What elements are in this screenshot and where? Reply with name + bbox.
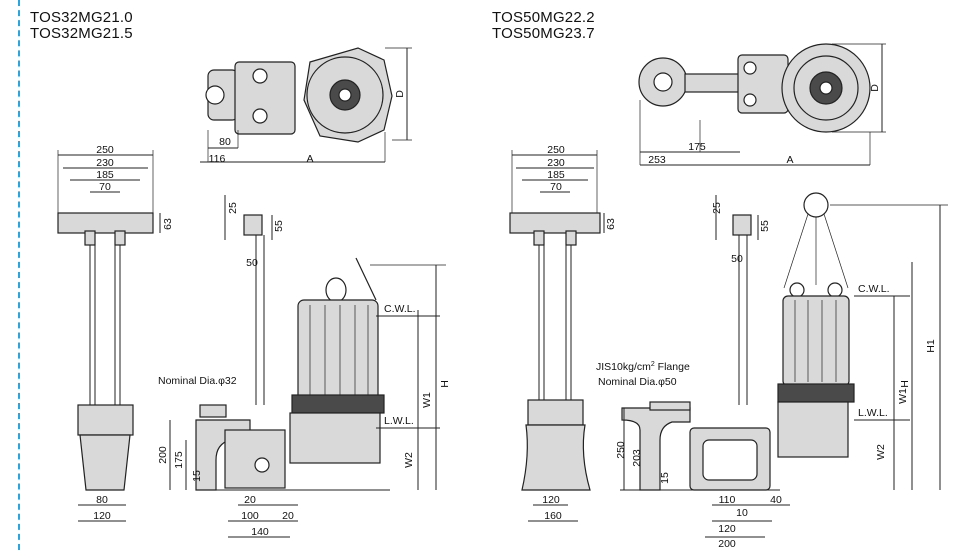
left-top-dim-116: 116 xyxy=(209,153,226,165)
right-top-dim-D: D xyxy=(869,84,881,92)
right-model-1: TOS50MG22.2 xyxy=(492,9,595,26)
right-guide-side-view xyxy=(509,150,605,522)
page-divider-dashed-line xyxy=(18,0,20,550)
left-dim-b80: 80 xyxy=(96,494,108,506)
left-dim-W2: W2 xyxy=(403,452,415,468)
right-dim-f10: 10 xyxy=(736,507,748,519)
right-flange-label: JIS10kg/cm2 Flange xyxy=(596,361,690,373)
left-dim-55: 55 xyxy=(273,220,285,232)
right-dim-63: 63 xyxy=(605,218,617,230)
right-dim-b120: 120 xyxy=(542,494,560,506)
right-dim-H1: H1 xyxy=(925,339,937,353)
left-nominal-dia: Nominal Dia.φ32 xyxy=(158,375,237,387)
left-top-view xyxy=(200,47,412,163)
left-dim-63: 63 xyxy=(162,218,174,230)
left-top-dim-D: D xyxy=(394,90,406,98)
left-cwl-label: C.W.L. xyxy=(384,303,416,315)
right-dim-f200: 200 xyxy=(718,538,736,550)
left-dim-15: 15 xyxy=(191,470,203,482)
left-top-dim-A: A xyxy=(306,153,313,165)
left-dim-185: 185 xyxy=(96,169,114,181)
right-dim-70: 70 xyxy=(550,181,562,193)
left-dim-50: 50 xyxy=(246,257,258,269)
left-dim-200: 200 xyxy=(157,446,169,464)
right-dim-55: 55 xyxy=(759,220,771,232)
left-model-1: TOS32MG21.0 xyxy=(30,9,133,26)
right-nominal-dia: Nominal Dia.φ50 xyxy=(598,376,677,388)
right-flange-label-sup: 2 xyxy=(651,361,655,368)
left-dim-b120: 120 xyxy=(93,510,111,522)
right-dim-50: 50 xyxy=(731,253,743,265)
left-dim-25: 25 xyxy=(227,202,239,214)
right-dim-b160: 160 xyxy=(544,510,562,522)
right-model-2: TOS50MG23.7 xyxy=(492,25,595,42)
right-dim-W2: W2 xyxy=(875,444,887,460)
right-dim-185: 185 xyxy=(547,169,565,181)
right-flange-label-b: Flange xyxy=(655,361,690,373)
right-dim-25: 25 xyxy=(711,202,723,214)
right-pump-front-view xyxy=(620,192,948,538)
left-dim-f20a: 20 xyxy=(244,494,256,506)
left-dim-f140: 140 xyxy=(251,526,269,538)
left-dim-f100: 100 xyxy=(241,510,259,522)
left-dim-70: 70 xyxy=(99,181,111,193)
right-dim-250: 250 xyxy=(547,144,565,156)
left-model-2: TOS32MG21.5 xyxy=(30,25,133,42)
right-dim-250: 250 xyxy=(615,441,627,459)
right-dim-f40: 40 xyxy=(770,494,782,506)
left-dim-175: 175 xyxy=(173,451,185,469)
right-lwl-label: L.W.L. xyxy=(858,407,888,419)
left-dim-250: 250 xyxy=(96,144,114,156)
left-dim-W1: W1 xyxy=(421,392,433,408)
left-lwl-label: L.W.L. xyxy=(384,415,414,427)
right-dim-f120: 120 xyxy=(718,523,736,535)
right-model-titles: TOS50MG22.2 TOS50MG23.7 xyxy=(492,10,595,42)
left-guide-side-view xyxy=(57,150,161,522)
right-top-dim-253: 253 xyxy=(648,154,666,166)
right-dim-15: 15 xyxy=(659,472,671,484)
right-dim-W1: W1 xyxy=(897,388,909,404)
right-cwl-label: C.W.L. xyxy=(858,283,890,295)
right-dim-f110: 110 xyxy=(719,494,736,506)
left-dim-f20b: 20 xyxy=(282,510,294,522)
left-dim-230: 230 xyxy=(96,157,114,169)
left-pump-front-view xyxy=(169,195,446,538)
right-top-dim-A: A xyxy=(786,154,793,166)
left-model-titles: TOS32MG21.0 TOS32MG21.5 xyxy=(30,10,133,42)
right-flange-label-a: JIS10kg/cm xyxy=(596,361,651,373)
right-dim-H: H xyxy=(899,380,911,388)
right-top-view xyxy=(638,43,886,166)
right-top-dim-175: 175 xyxy=(688,141,706,153)
left-top-dim-80: 80 xyxy=(219,136,231,148)
right-dim-203: 203 xyxy=(631,449,643,467)
right-dim-230: 230 xyxy=(547,157,565,169)
left-dim-H: H xyxy=(439,380,451,388)
